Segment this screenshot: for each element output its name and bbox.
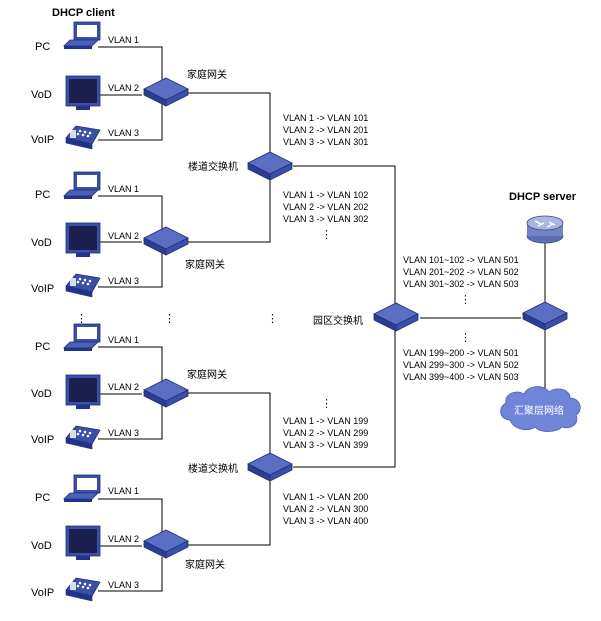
client-group-2: PC VoD VoIP VLAN 1 VLAN 2 VLAN 3 家庭网关: [31, 171, 225, 298]
voip-label: VoIP: [31, 134, 54, 146]
vlan-mapping: VLAN 1 -> VLAN 101: [283, 113, 368, 123]
home-gateway-icon: [143, 529, 189, 559]
floor-switch-label: 楼道交换机: [188, 160, 238, 173]
floor-switch-1: 楼道交换机 VLAN 1 -> VLAN 101 VLAN 2 -> VLAN …: [188, 113, 368, 241]
vod-label: VoD: [31, 89, 52, 101]
campus-switch-label: 园区交换机: [313, 314, 363, 327]
client-group-3: PC VoD VoIP VLAN 1 VLAN 2 VLAN 3 家庭网关: [31, 323, 227, 450]
vlan-3-label: VLAN 3: [108, 428, 139, 438]
vlan-1-label: VLAN 1: [108, 486, 139, 496]
home-gateway-icon: [143, 226, 189, 256]
vlan-mapping: VLAN 3 -> VLAN 301: [283, 137, 368, 147]
vod-tv-icon: [65, 75, 101, 111]
ellipsis: ⋮: [267, 313, 278, 325]
floor-switch-label: 楼道交换机: [188, 462, 238, 475]
vlan-2-label: VLAN 2: [108, 83, 139, 93]
vlan-mapping: VLAN 201~202 -> VLAN 502: [403, 267, 519, 277]
pc-icon: [63, 474, 101, 503]
pc-label: PC: [35, 492, 50, 504]
floor-switch-icon: [247, 151, 293, 181]
ellipsis: ⋮: [460, 332, 471, 344]
vlan-mapping: VLAN 3 -> VLAN 400: [283, 516, 368, 526]
vlan-1-label: VLAN 1: [108, 335, 139, 345]
vlan-3-label: VLAN 3: [108, 580, 139, 590]
vlan-mapping: VLAN 1 -> VLAN 199: [283, 416, 368, 426]
vlan-mapping: VLAN 2 -> VLAN 299: [283, 428, 368, 438]
floor-switch-2: 楼道交换机 ⋮ VLAN 1 -> VLAN 199 VLAN 2 -> VLA…: [188, 398, 368, 526]
vod-label: VoD: [31, 388, 52, 400]
voip-phone-icon: [65, 425, 101, 450]
home-gateway-label: 家庭网关: [187, 368, 227, 381]
vlan-mapping: VLAN 3 -> VLAN 302: [283, 214, 368, 224]
server-arrows-icon: [534, 220, 556, 228]
vlan-mapping: VLAN 3 -> VLAN 399: [283, 440, 368, 450]
pc-label: PC: [35, 41, 50, 53]
vlan-mapping: VLAN 2 -> VLAN 202: [283, 202, 368, 212]
voip-label: VoIP: [31, 434, 54, 446]
ellipsis: ⋮: [321, 229, 332, 241]
vod-label: VoD: [31, 237, 52, 249]
voip-phone-icon: [65, 273, 101, 298]
vlan-3-label: VLAN 3: [108, 128, 139, 138]
campus-switch-icon: [373, 302, 419, 332]
ellipsis: ⋮: [76, 313, 87, 325]
vlan-mapping: VLAN 1 -> VLAN 200: [283, 492, 368, 502]
wires: [98, 46, 546, 592]
vlan-1-label: VLAN 1: [108, 184, 139, 194]
pc-icon: [63, 323, 101, 352]
vlan-mapping: VLAN 101~102 -> VLAN 501: [403, 255, 519, 265]
client-group-1: PC VoD VoIP VLAN 1 VLAN 2 VLAN 3 家庭网关: [31, 21, 227, 150]
campus-switch: 园区交换机 VLAN 101~102 -> VLAN 501 VLAN 201~…: [313, 255, 519, 382]
vod-label: VoD: [31, 540, 52, 552]
ellipsis: ⋮: [321, 398, 332, 410]
voip-label: VoIP: [31, 283, 54, 295]
client-group-4: PC VoD VoIP VLAN 1 VLAN 2 VLAN 3 家庭网关: [31, 474, 225, 602]
home-gateway-icon: [143, 77, 189, 107]
floor-switch-icon: [247, 452, 293, 482]
vlan-mapping: VLAN 301~302 -> VLAN 503: [403, 279, 519, 289]
vlan-2-label: VLAN 2: [108, 534, 139, 544]
home-gateway-icon: [143, 378, 189, 408]
vod-tv-icon: [65, 525, 101, 561]
dhcp-server-title: DHCP server: [509, 191, 577, 203]
home-gateway-label: 家庭网关: [187, 68, 227, 81]
vlan-mapping: VLAN 299~300 -> VLAN 502: [403, 360, 519, 370]
ellipsis: ⋮: [460, 294, 471, 306]
ellipsis: ⋮: [164, 313, 175, 325]
voip-phone-icon: [65, 577, 101, 602]
pc-icon: [63, 171, 101, 200]
vlan-mapping: VLAN 2 -> VLAN 201: [283, 125, 368, 135]
vlan-mapping: VLAN 1 -> VLAN 102: [283, 190, 368, 200]
vlan-2-label: VLAN 2: [108, 231, 139, 241]
server-top: [526, 215, 564, 231]
core-switch-icon: [522, 301, 568, 331]
vlan-3-label: VLAN 3: [108, 276, 139, 286]
aggregation-network-label: 汇聚层网络: [514, 404, 564, 417]
cloud-shape: [500, 386, 581, 432]
vlan-mapping: VLAN 199~200 -> VLAN 501: [403, 348, 519, 358]
vlan-mapping: VLAN 2 -> VLAN 300: [283, 504, 368, 514]
voip-label: VoIP: [31, 587, 54, 599]
pc-icon: [63, 21, 101, 50]
voip-phone-icon: [65, 125, 101, 150]
dhcp-server: [526, 215, 564, 244]
vlan-mapping: VLAN 399~400 -> VLAN 503: [403, 372, 519, 382]
dhcp-client-title: DHCP client: [52, 7, 115, 19]
home-gateway-label: 家庭网关: [185, 258, 225, 271]
home-gateway-label: 家庭网关: [185, 558, 225, 571]
vlan-1-label: VLAN 1: [108, 35, 139, 45]
vod-tv-icon: [65, 374, 101, 410]
vlan-2-label: VLAN 2: [108, 382, 139, 392]
pc-label: PC: [35, 341, 50, 353]
pc-label: PC: [35, 189, 50, 201]
vod-tv-icon: [65, 222, 101, 258]
aggregation-network-cloud: 汇聚层网络: [500, 386, 581, 432]
